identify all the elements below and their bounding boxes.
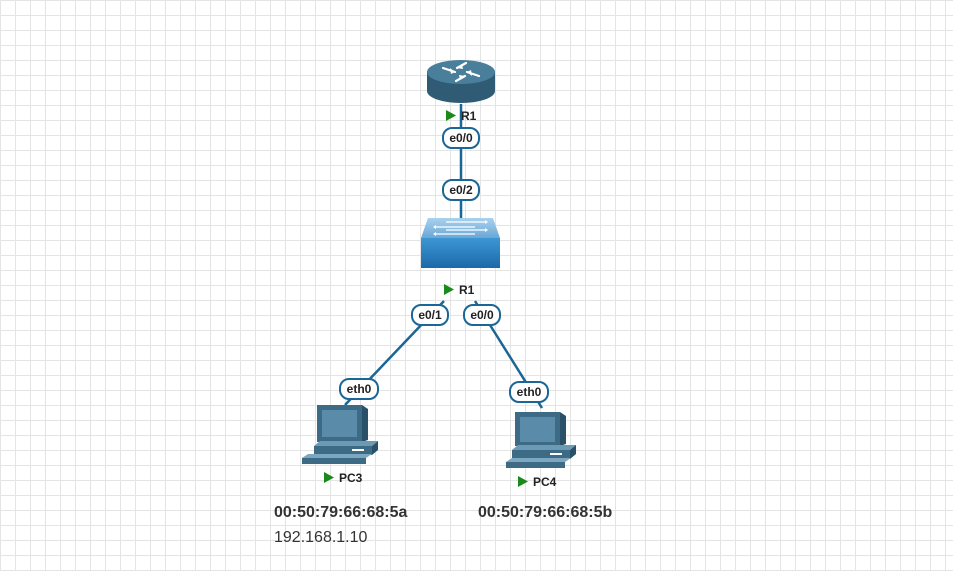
port-switch-e0-2[interactable]: e0/2	[442, 179, 480, 201]
switch-label: R1	[459, 283, 475, 297]
svg-text:eth0: eth0	[517, 385, 542, 399]
pc3-label: PC3	[339, 471, 363, 485]
port-pc4-eth0[interactable]: eth0	[509, 381, 549, 403]
svg-text:eth0: eth0	[347, 382, 372, 396]
svg-text:e0/0: e0/0	[470, 308, 494, 322]
pc4-pc-icon	[506, 412, 576, 468]
port-r1-e0-0[interactable]: e0/0	[442, 127, 480, 149]
port-labels: e0/0 e0/2 e0/1 e0/0 eth0 eth0	[339, 127, 549, 403]
pc4-node[interactable]: PC4	[506, 412, 576, 489]
switch-icon	[421, 218, 500, 268]
switch-status-icon	[444, 284, 454, 295]
svg-text:e0/2: e0/2	[449, 183, 473, 197]
svg-text:e0/1: e0/1	[418, 308, 442, 322]
router-node[interactable]: R1	[427, 60, 495, 123]
router-label: R1	[461, 109, 477, 123]
router-icon	[427, 60, 495, 103]
pc3-mac-note: 00:50:79:66:68:5a	[274, 504, 408, 521]
svg-text:e0/0: e0/0	[449, 131, 473, 145]
router-status-icon	[446, 110, 456, 121]
pc3-ip-note: 192.168.1.10	[274, 529, 368, 546]
port-switch-e0-0[interactable]: e0/0	[463, 304, 501, 326]
port-pc3-eth0[interactable]: eth0	[339, 378, 379, 400]
pc4-status-icon	[518, 476, 528, 487]
pc4-label: PC4	[533, 475, 557, 489]
switch-node[interactable]: R1	[421, 218, 500, 297]
pc3-node[interactable]: PC3	[302, 405, 378, 485]
port-switch-e0-1[interactable]: e0/1	[411, 304, 449, 326]
pc4-mac-note: 00:50:79:66:68:5b	[478, 504, 613, 521]
pc3-pc-icon	[302, 405, 378, 464]
pc3-status-icon	[324, 472, 334, 483]
